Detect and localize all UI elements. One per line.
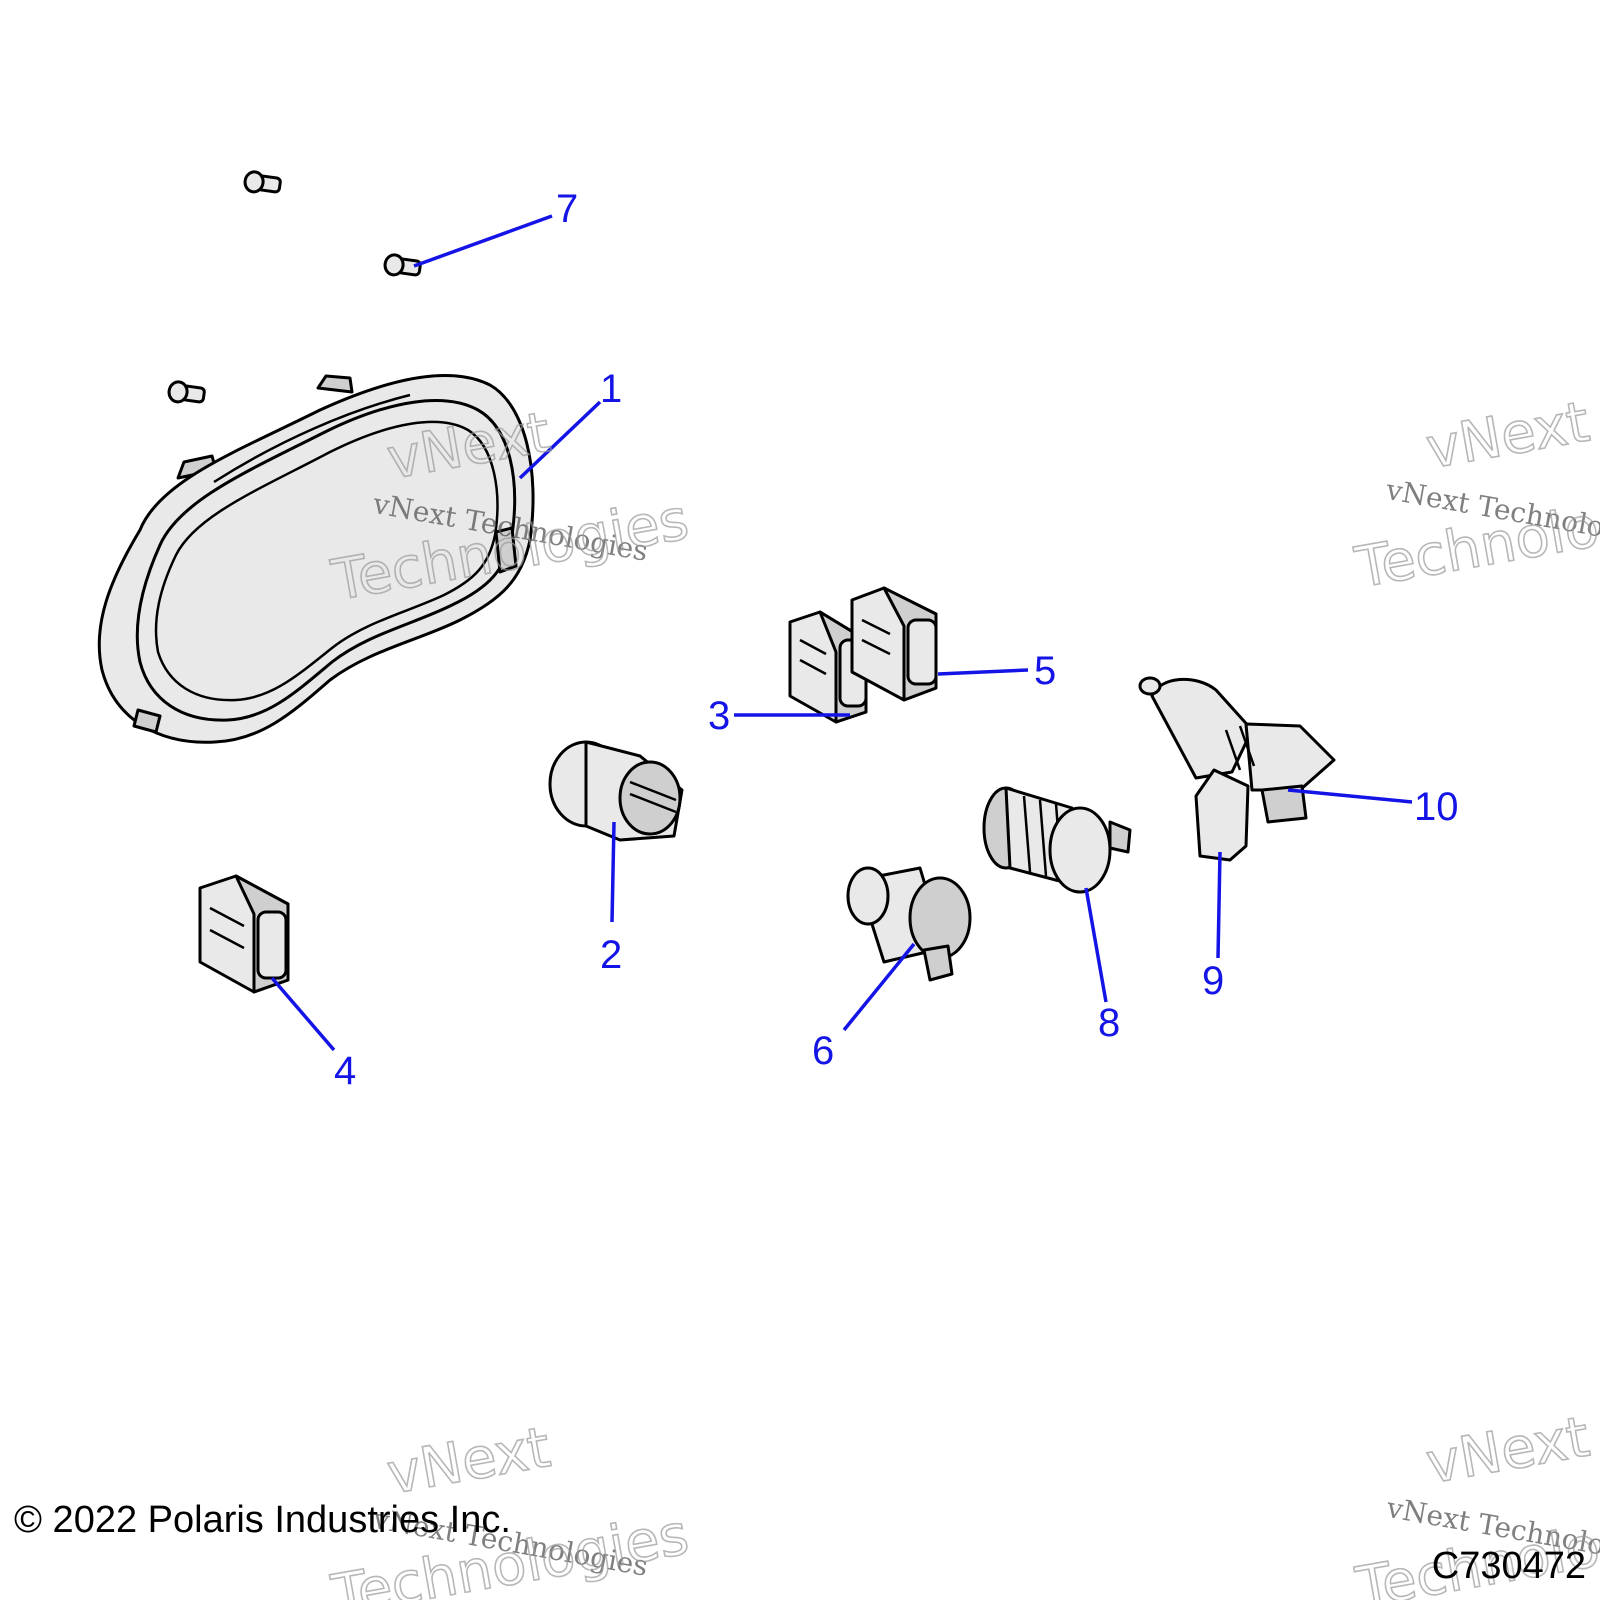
callout-10: 10 xyxy=(1414,785,1459,829)
watermark-right: vNext vNext Technologies Technologies xyxy=(1349,389,1600,602)
callout-1: 1 xyxy=(600,367,622,411)
callout-4: 4 xyxy=(334,1049,356,1093)
part-usb-socket xyxy=(982,786,1132,894)
callout-7: 7 xyxy=(556,187,578,231)
part-instrument-cluster xyxy=(97,374,535,744)
watermark-bottom-center: vNext vNext Technologies Technologies xyxy=(326,1414,694,1600)
part-screws xyxy=(167,170,422,404)
svg-text:vNext: vNext xyxy=(1422,390,1594,482)
part-key-switch xyxy=(1138,676,1336,862)
callout-2: 2 xyxy=(600,933,622,977)
copyright-text: © 2022 Polaris Industries Inc. xyxy=(14,1499,511,1541)
svg-text:vNext: vNext xyxy=(1422,1405,1594,1497)
callout-8: 8 xyxy=(1098,1001,1120,1045)
part-power-outlet xyxy=(846,866,972,982)
leader-lines xyxy=(270,214,1413,1052)
callout-5: 5 xyxy=(1034,649,1056,693)
part-rotary-switch xyxy=(548,740,684,842)
callout-3: 3 xyxy=(708,694,730,738)
callout-numbers: 1 2 3 4 5 6 7 8 9 10 xyxy=(334,187,1459,1093)
svg-text:vNext: vNext xyxy=(383,1415,555,1507)
callout-6: 6 xyxy=(812,1029,834,1073)
part-switch-4 xyxy=(198,874,290,994)
figure-id: C730472 xyxy=(1432,1545,1586,1587)
callout-9: 9 xyxy=(1202,959,1224,1003)
part-rocker-switch-5 xyxy=(850,586,938,702)
